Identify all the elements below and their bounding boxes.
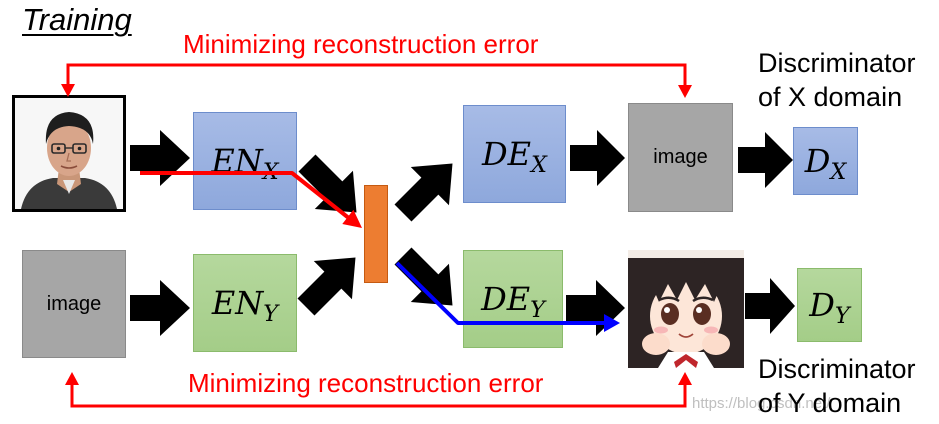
- encoder-x-label: ENX: [211, 142, 278, 183]
- encoder-y-label: ENY: [211, 284, 278, 325]
- latent-code-bar: [364, 185, 388, 283]
- anime-bangs: [644, 259, 728, 302]
- person-left-eye: [56, 146, 61, 151]
- section-title: Training: [22, 2, 132, 37]
- decoder-x-label-sub: X: [531, 152, 547, 179]
- discriminator-y-caption-line-1: Discriminator: [758, 354, 916, 384]
- top-reconstruction-loop: [66, 63, 687, 87]
- top-loop-right-arrowhead: [678, 85, 692, 98]
- anime-left-hand: [642, 333, 670, 355]
- anime-character-drawing: [628, 250, 744, 368]
- person-collar: [63, 180, 75, 194]
- encoder-y-box: ENY: [193, 254, 297, 352]
- discriminator-x-caption-line-1: Discriminator: [758, 48, 916, 78]
- discriminator-x-label: DX: [804, 142, 847, 183]
- decoder-y-label-main: DE: [481, 280, 531, 318]
- decoder-y-label: DEY: [481, 280, 545, 321]
- discriminator-y-caption: Discriminator of Y domain: [758, 352, 916, 420]
- anime-right-eyelid: [692, 296, 714, 303]
- discriminator-y-label-sub: Y: [834, 303, 850, 330]
- anime-background-strip: [628, 250, 744, 258]
- discriminator-x-label-main: D: [804, 142, 831, 180]
- watermark: https://blog.csdn.net/: [692, 395, 831, 412]
- discriminator-x-label-sub: X: [830, 159, 847, 186]
- anime-character-icon: [628, 250, 744, 368]
- arrow-photo-to-encoder-x: [130, 130, 190, 186]
- top-reconstruction-label: Minimizing reconstruction error: [183, 29, 539, 59]
- person-photo-icon: [12, 95, 126, 212]
- generated-x-image-box: image: [628, 103, 733, 212]
- discriminator-x-caption-line-2: of X domain: [758, 82, 903, 112]
- anime-left-eye-highlight: [664, 307, 670, 313]
- input-y-image-label: image: [46, 292, 102, 315]
- generated-x-image-label: image: [653, 146, 708, 168]
- arrow-encoder-y-to-latent: [297, 257, 356, 316]
- arrow-anime-to-discriminator-y: [745, 278, 795, 334]
- arrow-encoder-x-to-latent: [298, 154, 357, 213]
- arrow-decoder-x-to-image: [570, 130, 625, 186]
- person-mouth: [60, 165, 78, 169]
- anime-left-blush: [654, 326, 668, 334]
- encoder-x-label-sub: X: [262, 159, 279, 186]
- person-right-eye: [77, 146, 82, 151]
- anime-right-eye: [693, 303, 711, 325]
- arrow-latent-to-decoder-x: [394, 163, 453, 222]
- anime-right-eye-highlight: [696, 307, 702, 313]
- bottom-loop-left-arrowhead: [65, 372, 79, 385]
- discriminator-y-label-main: D: [809, 286, 835, 324]
- anime-mouth: [678, 333, 694, 338]
- discriminator-y-label: DY: [809, 286, 849, 327]
- arrow-latent-to-decoder-y: [394, 247, 453, 306]
- discriminator-y-caption-line-2: of Y domain: [758, 388, 902, 418]
- anime-ribbon: [674, 354, 698, 368]
- encoder-x-box: ENX: [193, 112, 297, 210]
- encoder-y-label-main: EN: [211, 284, 264, 322]
- discriminator-y-box: DY: [797, 268, 862, 342]
- decoder-x-label: DEX: [482, 135, 547, 176]
- anime-right-blush: [704, 326, 718, 334]
- decoder-x-box: DEX: [463, 105, 566, 203]
- person-nose: [66, 152, 71, 162]
- discriminator-x-caption: Discriminator of X domain: [758, 46, 916, 114]
- anime-left-eyelid: [658, 296, 680, 303]
- anime-left-eye: [661, 303, 679, 325]
- arrow-image-to-encoder-y: [130, 280, 190, 336]
- arrow-decoder-y-to-anime: [566, 280, 625, 336]
- arrow-image-to-discriminator-x: [738, 132, 793, 188]
- bottom-loop-right-arrowhead: [678, 372, 692, 385]
- y-decoding-path-arrowhead: [604, 314, 620, 332]
- decoder-y-box: DEY: [463, 250, 563, 348]
- input-y-image-box: image: [22, 250, 126, 358]
- person-hair: [45, 112, 94, 144]
- discriminator-x-box: DX: [793, 127, 858, 195]
- bottom-reconstruction-label: Minimizing reconstruction error: [188, 368, 544, 398]
- encoder-y-label-sub: Y: [263, 301, 279, 328]
- encoder-x-label-main: EN: [211, 142, 263, 180]
- person-photo-drawing: [15, 98, 123, 209]
- decoder-y-label-sub: Y: [530, 297, 545, 324]
- decoder-x-label-main: DE: [482, 135, 532, 173]
- anime-right-hand: [702, 333, 730, 355]
